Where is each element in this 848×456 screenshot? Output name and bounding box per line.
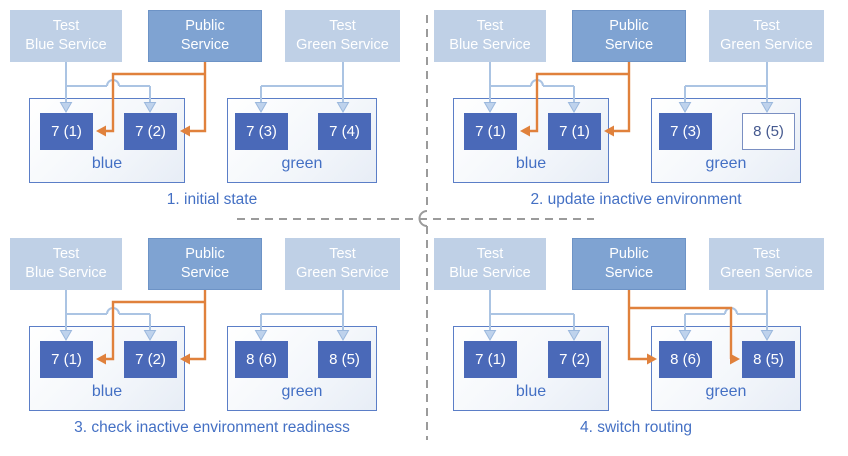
test-green-service-box: Test Green Service	[285, 238, 400, 290]
service-label: Public	[185, 245, 225, 262]
service-label: Green Service	[296, 265, 389, 281]
public-service-box: Public Service	[148, 10, 262, 62]
pod-box: 7 (3)	[659, 113, 712, 150]
pod-box: 7 (1)	[40, 113, 93, 150]
environment-label: green	[705, 383, 747, 400]
service-label: Blue Service	[449, 37, 531, 53]
test-blue-service-box: Test Blue Service	[434, 10, 546, 62]
service-label: Service	[604, 37, 654, 53]
pod-box: 7 (1)	[464, 341, 517, 378]
service-label: Test	[329, 17, 356, 34]
public-service-box: Public Service	[572, 10, 686, 62]
test-blue-service-box: Test Blue Service	[434, 238, 546, 290]
test-green-service-box: Test Green Service	[285, 10, 400, 62]
test-blue-service-box: Test Blue Service	[10, 10, 122, 62]
service-label: Test	[753, 17, 780, 34]
service-label: Test	[52, 17, 80, 34]
service-label: Test	[476, 245, 504, 262]
pod-box: 8 (6)	[235, 341, 288, 378]
pod-box: 7 (1)	[464, 113, 517, 150]
step-caption: 1. initial state	[166, 191, 258, 208]
test-green-service-box: Test Green Service	[709, 10, 824, 62]
pod-box: 8 (5)	[742, 113, 795, 150]
step-caption: 3. check inactive environment readiness	[74, 419, 350, 436]
environment-label: green	[705, 155, 747, 172]
public-service-box: Public Service	[148, 238, 262, 290]
service-label: Blue Service	[449, 265, 531, 281]
service-label: Public	[609, 17, 649, 34]
pod-box: 7 (3)	[235, 113, 288, 150]
pod-box: 7 (1)	[548, 113, 601, 150]
test-green-service-box: Test Green Service	[709, 238, 824, 290]
service-label: Test	[753, 245, 780, 262]
service-label: Public	[185, 17, 225, 34]
panel-step-2: Test Blue Service Public Service Test Gr…	[424, 0, 848, 228]
panel-step-4: Test Blue Service Public Service Test Gr…	[424, 228, 848, 456]
environment-label: green	[281, 155, 323, 172]
service-label: Service	[604, 265, 654, 281]
panel-step-1: Test Blue Service Public Service Test Gr…	[0, 0, 424, 228]
step-caption: 4. switch routing	[580, 419, 692, 436]
pod-box: 7 (1)	[40, 341, 93, 378]
environment-label: blue	[515, 155, 547, 172]
service-label: Public	[609, 245, 649, 262]
service-label: Blue Service	[25, 265, 107, 281]
pod-box: 8 (6)	[659, 341, 712, 378]
service-label: Green Service	[720, 37, 813, 53]
environment-label: blue	[91, 383, 123, 400]
service-label: Test	[476, 17, 504, 34]
pod-box: 7 (2)	[124, 341, 177, 378]
service-label: Test	[52, 245, 80, 262]
service-label: Service	[180, 37, 230, 53]
service-label: Blue Service	[25, 37, 107, 53]
environment-label: blue	[515, 383, 547, 400]
panel-step-3: Test Blue Service Public Service Test Gr…	[0, 228, 424, 456]
pod-box: 8 (5)	[318, 341, 371, 378]
pod-box: 8 (5)	[742, 341, 795, 378]
test-blue-service-box: Test Blue Service	[10, 238, 122, 290]
service-label: Test	[329, 245, 356, 262]
pod-box: 7 (2)	[548, 341, 601, 378]
environment-label: blue	[91, 155, 123, 172]
pod-box: 7 (2)	[124, 113, 177, 150]
environment-label: green	[281, 383, 323, 400]
step-caption: 2. update inactive environment	[530, 191, 742, 208]
public-service-box: Public Service	[572, 238, 686, 290]
service-label: Green Service	[296, 37, 389, 53]
service-label: Service	[180, 265, 230, 281]
service-label: Green Service	[720, 265, 813, 281]
pod-box: 7 (4)	[318, 113, 371, 150]
